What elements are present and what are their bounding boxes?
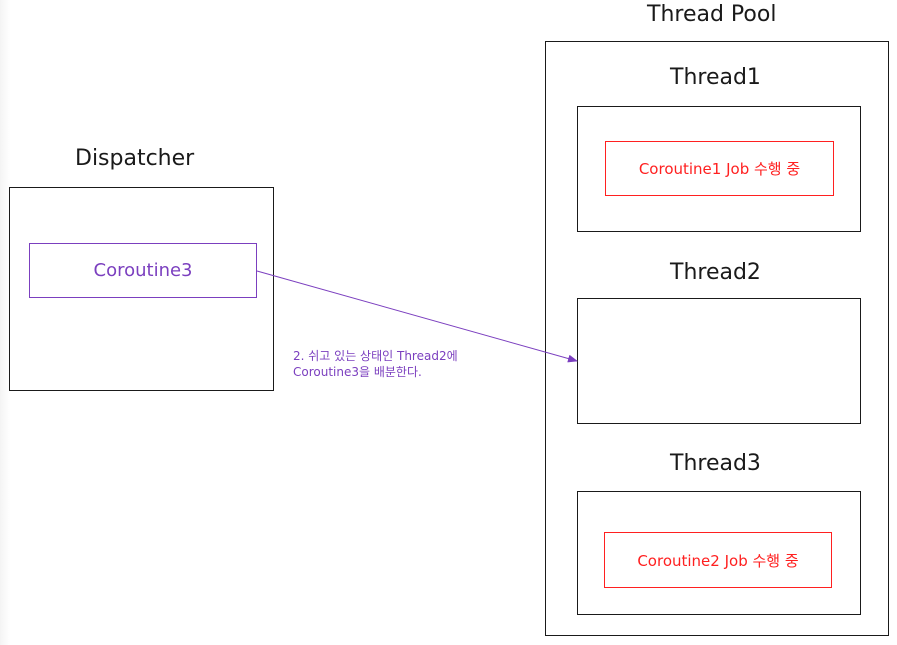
annotation-line-2: Coroutine3을 배분한다. [293,365,422,379]
dispatcher-title: Dispatcher [75,146,195,171]
page-edge [0,0,10,645]
thread3-job-box: Coroutine2 Job 수행 중 [604,532,832,588]
thread3-label: Thread3 [670,451,761,476]
thread1-label: Thread1 [670,65,761,90]
coroutine3-box: Coroutine3 [29,243,257,298]
thread2-label: Thread2 [670,260,761,285]
thread3-box [577,491,861,615]
thread-pool-title: Thread Pool [647,2,777,27]
thread-pool-box [545,41,889,636]
annotation-line-1: 2. 쉬고 있는 상태인 Thread2에 [293,349,458,363]
thread1-job-box: Coroutine1 Job 수행 중 [605,141,834,196]
thread1-box [577,106,861,232]
dispatcher-box [9,187,274,391]
